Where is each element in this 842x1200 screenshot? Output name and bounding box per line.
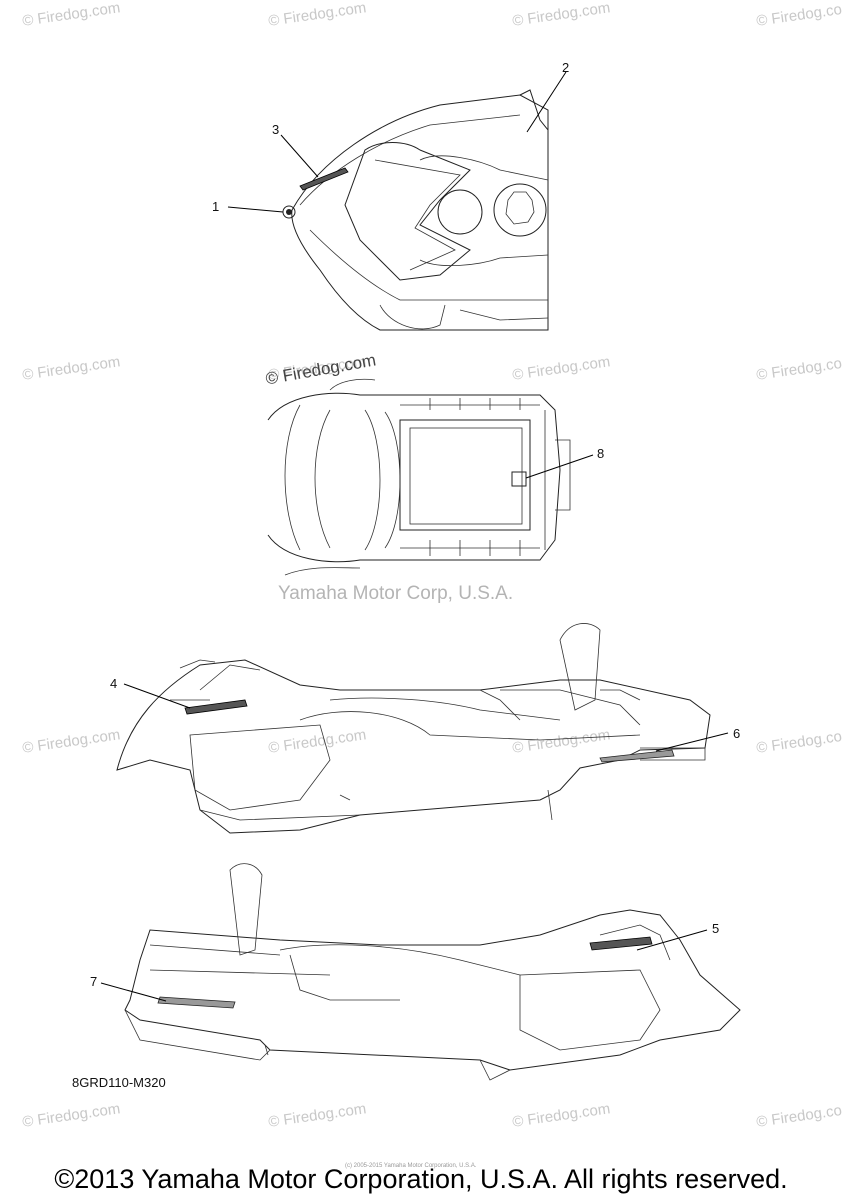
tiny-copyright: (c) 2005-2015 Yamaha Motor Corporation, … xyxy=(345,1163,477,1169)
callout-7: 7 xyxy=(90,974,98,989)
front-top-view xyxy=(282,89,549,331)
side-view-left xyxy=(116,623,711,834)
side-view-right xyxy=(124,863,741,1081)
callout-5: 5 xyxy=(712,921,720,936)
callout-6: 6 xyxy=(733,726,741,741)
watermark-yamaha: Yamaha Motor Corp, U.S.A. xyxy=(278,583,514,604)
callout-3: 3 xyxy=(272,122,280,137)
callout-8: 8 xyxy=(597,446,605,461)
copyright-footer: ©2013 Yamaha Motor Corporation, U.S.A. A… xyxy=(54,1164,788,1194)
rear-top-view xyxy=(267,378,571,576)
diagram-code: 8GRD110-M320 xyxy=(72,1075,166,1090)
callout-2: 2 xyxy=(562,60,570,75)
callout-1: 1 xyxy=(212,199,220,214)
callout-4: 4 xyxy=(110,676,118,691)
